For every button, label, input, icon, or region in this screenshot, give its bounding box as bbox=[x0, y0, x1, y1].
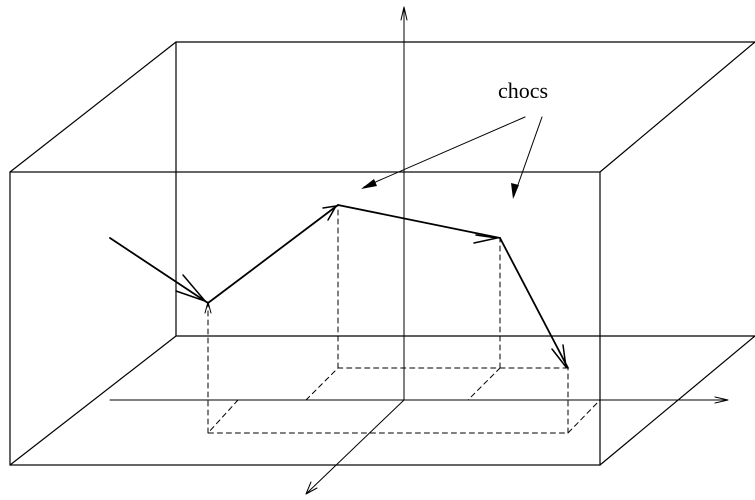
chocs-pointers bbox=[363, 116, 543, 197]
floor-projection bbox=[207, 204, 601, 434]
vertical-axis bbox=[400, 6, 408, 401]
box-front-face bbox=[9, 171, 601, 466]
horizontal-axis bbox=[109, 396, 729, 404]
depth-axis bbox=[305, 399, 405, 495]
box-depth-edges bbox=[9, 41, 755, 466]
particle-trajectory bbox=[109, 204, 569, 369]
trajectory-arrowheads bbox=[175, 205, 567, 368]
chocs-label: chocs bbox=[498, 78, 549, 103]
chocs-pointer-arrowheads bbox=[361, 179, 519, 199]
box-back-face bbox=[175, 41, 755, 337]
